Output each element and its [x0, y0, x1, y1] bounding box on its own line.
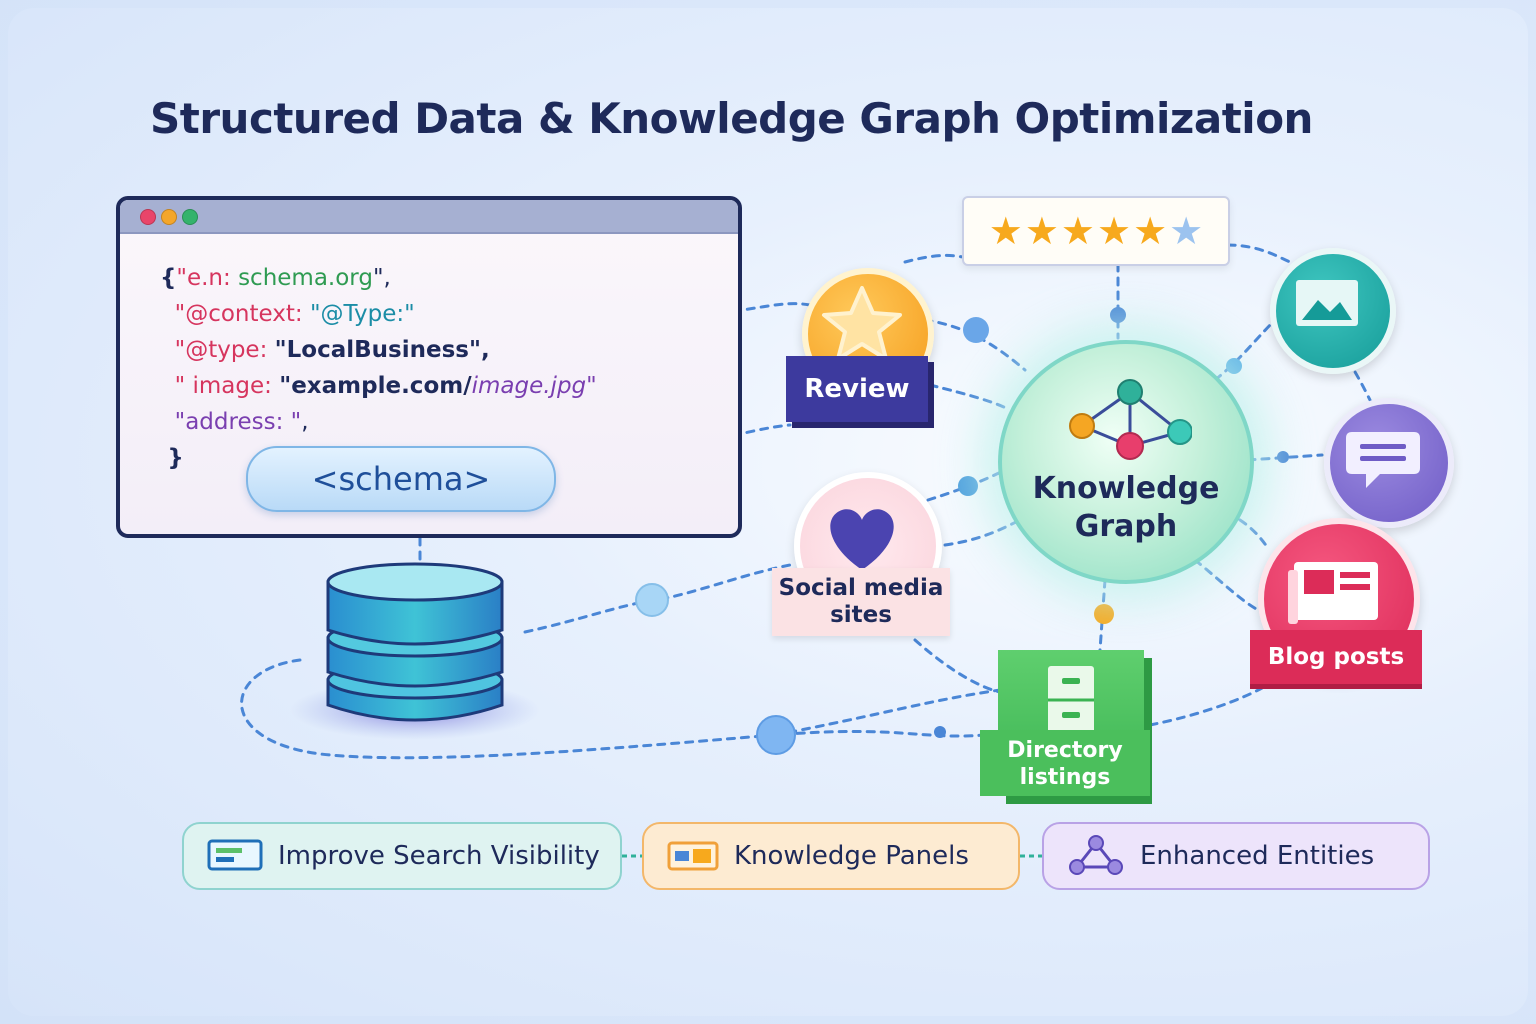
code-value: "example.com/	[279, 373, 472, 399]
code-value: "@Type:	[309, 301, 405, 327]
code-line: "@type: "LocalBusiness",	[160, 332, 597, 368]
knowledge-graph-label: Knowledge Graph	[1002, 470, 1250, 546]
image-node	[1270, 248, 1396, 374]
code-key: "address:	[174, 409, 291, 435]
network-icon	[1069, 835, 1123, 875]
benefit-label: Improve Search Visibility	[278, 841, 600, 871]
blog-label: Blog posts	[1250, 630, 1422, 684]
chat-icon	[1346, 432, 1420, 488]
code-punct: "	[404, 301, 415, 327]
code-line: "@context: "@Type:"	[160, 296, 597, 332]
code-line: "address: ",	[160, 404, 597, 440]
code-window: {"e.n: schema.org", "@context: "@Type:" …	[116, 196, 742, 538]
minimize-dot	[161, 209, 177, 225]
code-value: "LocalBusiness"	[274, 337, 481, 363]
close-dot	[140, 209, 156, 225]
star-icon: ★	[1133, 209, 1168, 253]
benefit-enhanced-entities: Enhanced Entities	[1042, 822, 1430, 890]
code-key: "@context:	[174, 301, 310, 327]
image-icon	[1296, 280, 1358, 326]
chat-node	[1324, 398, 1454, 528]
code-value: schema.org	[238, 265, 373, 291]
code-key: " image:	[174, 373, 280, 399]
star-icon	[822, 286, 902, 361]
star-icon: ★	[1060, 209, 1095, 253]
json-ld-code: {"e.n: schema.org", "@context: "@Type:" …	[160, 260, 597, 476]
cards-icon	[667, 841, 719, 871]
social-line-2: sites	[830, 602, 892, 628]
kg-line-1: Knowledge	[1032, 471, 1220, 506]
code-line: " image: "example.com/image.jpg"	[160, 368, 597, 404]
heart-icon	[830, 509, 894, 570]
benefit-label: Enhanced Entities	[1140, 841, 1375, 871]
knowledge-graph-node: Knowledge Graph	[998, 340, 1254, 584]
code-brace: }	[167, 445, 184, 471]
code-value: "	[290, 409, 302, 435]
star-icon: ★	[1097, 209, 1132, 253]
network-icon	[1069, 379, 1192, 460]
monitor-icon	[207, 839, 263, 871]
code-punct: ",	[372, 265, 391, 291]
benefit-label: Knowledge Panels	[734, 841, 969, 871]
code-key: "@type:	[174, 337, 275, 363]
page-title: Structured Data & Knowledge Graph Optimi…	[150, 94, 1313, 143]
social-media-label: Social media sites	[772, 568, 950, 636]
code-punct: ,	[480, 337, 490, 363]
code-key: "e.n:	[176, 265, 239, 291]
review-label: Review	[786, 356, 928, 422]
database-icon	[290, 562, 540, 740]
kg-line-2: Graph	[1074, 509, 1178, 544]
star-icon: ★	[1024, 209, 1059, 253]
directory-line-2: listings	[1019, 765, 1111, 790]
rating-stars: ★★★★★★	[962, 196, 1230, 266]
schema-tag: <schema>	[246, 446, 556, 512]
star-icon: ★	[1169, 209, 1204, 253]
code-punct: ,	[301, 409, 309, 435]
star-icon: ★	[988, 209, 1023, 253]
social-line-1: Social media	[778, 575, 944, 601]
maximize-dot	[182, 209, 198, 225]
code-value-path: image.jpg"	[471, 373, 597, 399]
directory-line-1: Directory	[1007, 738, 1123, 763]
benefit-search-visibility: Improve Search Visibility	[182, 822, 622, 890]
filing-cabinet-icon	[1048, 666, 1094, 734]
code-brace: {	[160, 265, 177, 291]
newspaper-icon	[1288, 562, 1378, 624]
browser-window-icon	[120, 200, 738, 234]
code-line: {"e.n: schema.org",	[160, 260, 597, 296]
benefit-knowledge-panels: Knowledge Panels	[642, 822, 1020, 890]
code-line: }	[160, 440, 597, 476]
directory-label: Directory listings	[980, 730, 1150, 796]
